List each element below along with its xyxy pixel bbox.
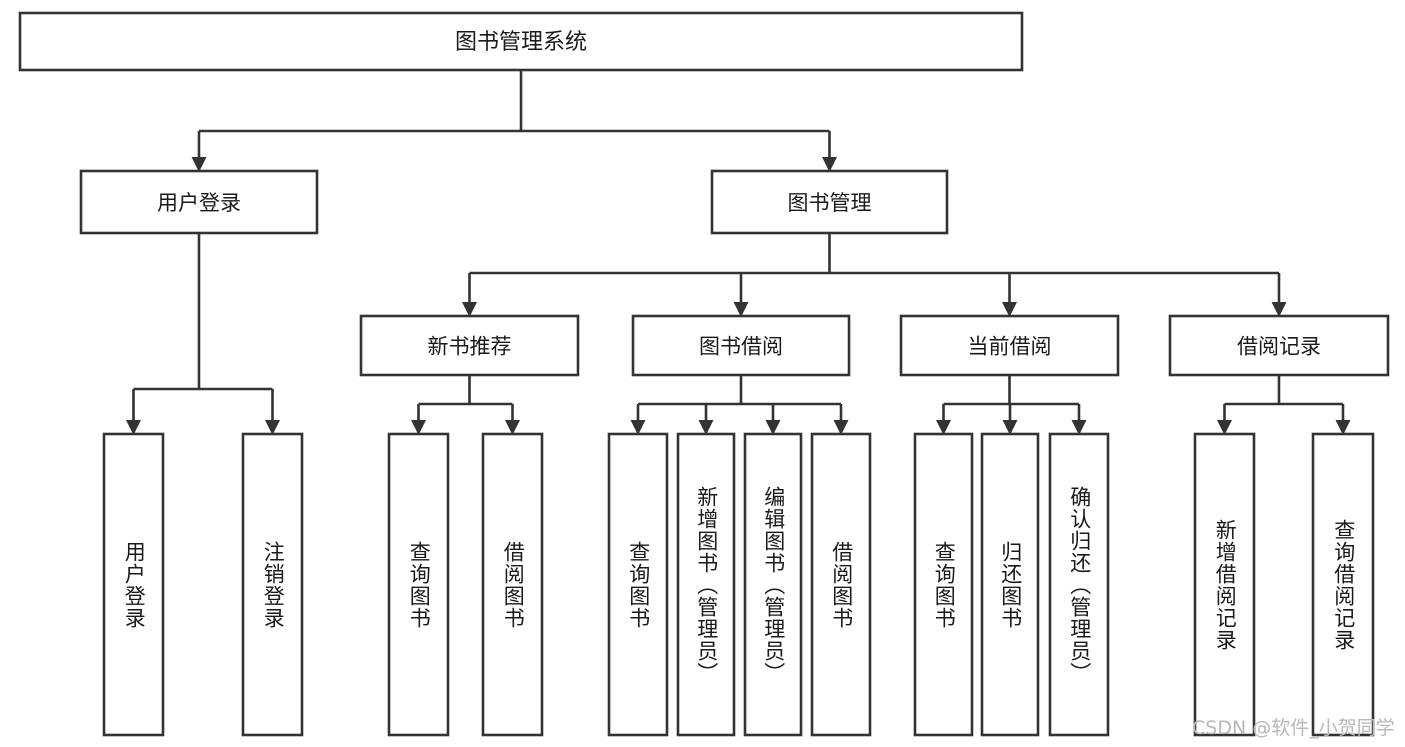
watermark: CSDN @软件_小贺同学: [1192, 717, 1395, 739]
node-box-user-login[interactable]: [79, 169, 319, 235]
node-box-leaf-query-borrow-record[interactable]: [1311, 432, 1375, 737]
node-box-book-management[interactable]: [710, 169, 949, 235]
arrowhead: [822, 157, 837, 172]
node-box-layer: [18, 11, 1390, 737]
node-label-current-borrow: 当前借阅: [968, 335, 1052, 359]
node-box-leaf-add-borrow-record[interactable]: [1193, 432, 1256, 737]
arrowhead: [1217, 420, 1232, 435]
node-label-user-login: 用户登录: [157, 191, 241, 215]
node-box-leaf-query-book-3[interactable]: [913, 432, 974, 737]
node-box-leaf-confirm-return-admin[interactable]: [1048, 432, 1110, 737]
arrowhead: [191, 157, 207, 172]
arrowhead: [265, 420, 280, 435]
arrowhead: [462, 302, 477, 317]
arrowhead: [1002, 420, 1018, 435]
arrowhead: [765, 420, 781, 435]
arrowhead: [411, 420, 426, 435]
node-box-new-book-recommend[interactable]: [359, 314, 580, 377]
arrowhead: [698, 420, 714, 435]
arrowhead: [936, 420, 951, 435]
node-box-book-borrow[interactable]: [631, 314, 851, 377]
node-box-borrow-record[interactable]: [1168, 314, 1390, 377]
node-box-leaf-borrow-book-1[interactable]: [481, 432, 544, 737]
arrowhead: [1335, 420, 1351, 435]
node-label-book-borrow: 图书借阅: [699, 335, 783, 359]
arrowhead: [1002, 302, 1017, 317]
arrowhead: [630, 420, 646, 435]
arrowhead: [733, 302, 749, 317]
node-label-book-management: 图书管理: [788, 191, 872, 215]
node-box-leaf-query-book-1[interactable]: [387, 432, 450, 737]
arrowhead: [505, 420, 520, 435]
arrowhead: [126, 420, 141, 435]
node-box-leaf-add-book-admin[interactable]: [676, 432, 736, 737]
node-box-leaf-query-book-2[interactable]: [607, 432, 669, 737]
node-box-current-borrow[interactable]: [899, 314, 1120, 377]
node-box-leaf-return-book[interactable]: [980, 432, 1040, 737]
node-box-leaf-borrow-book-2[interactable]: [810, 432, 872, 737]
node-label-new-book-recommend: 新书推荐: [428, 335, 512, 359]
arrowhead: [1071, 420, 1087, 435]
arrowhead: [833, 420, 849, 435]
node-label-borrow-record: 借阅记录: [1237, 335, 1321, 359]
node-box-root[interactable]: [18, 11, 1024, 72]
node-box-leaf-logout-login[interactable]: [241, 432, 304, 737]
connector-layer: [126, 70, 1351, 435]
node-box-leaf-user-login[interactable]: [102, 432, 165, 737]
node-box-leaf-edit-book-admin[interactable]: [743, 432, 803, 737]
arrowhead: [1271, 302, 1287, 317]
node-label-root: 图书管理系统: [455, 30, 587, 55]
